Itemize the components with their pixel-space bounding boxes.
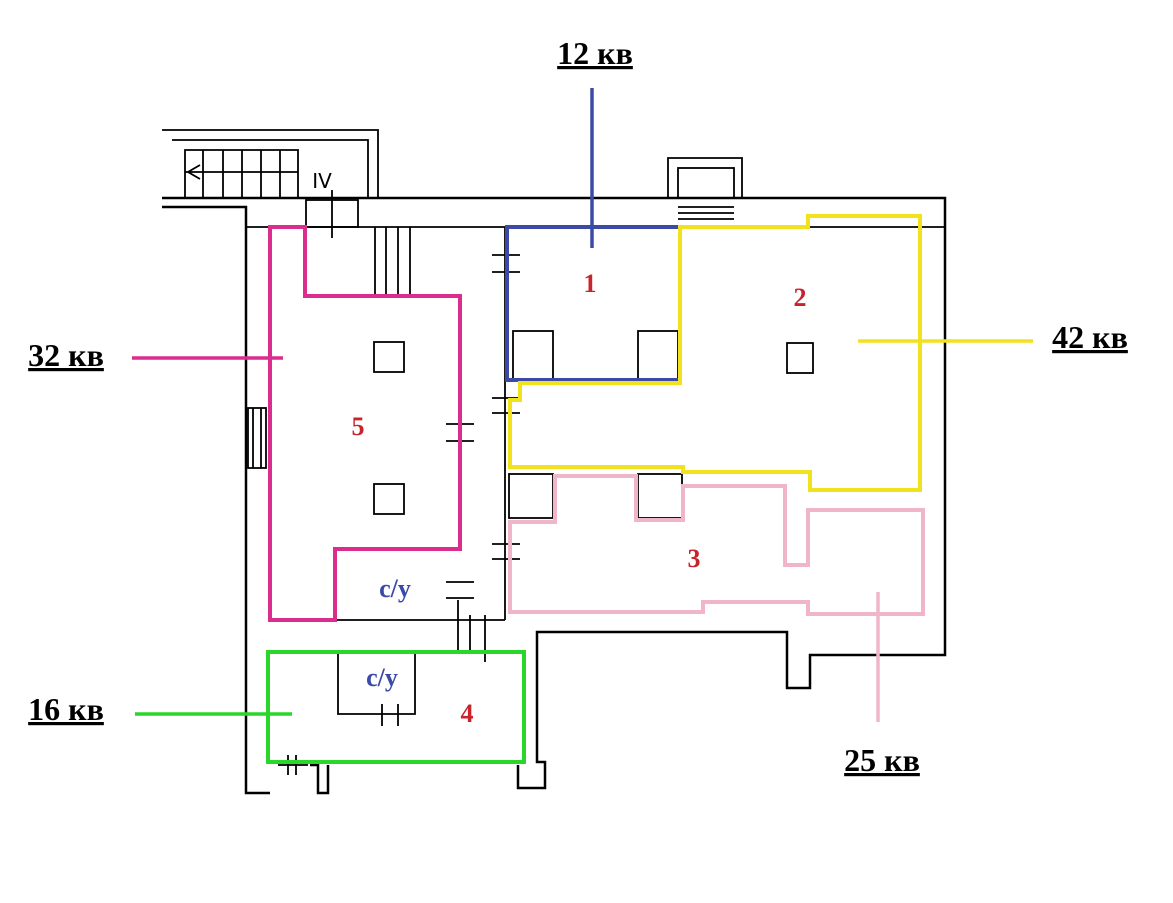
room-number-5: 5 [352,412,365,441]
area-label-room-3: 25 кв [844,742,920,778]
leader-lines [132,88,1033,722]
room-4-outline [266,650,526,764]
stair-level-label: IV [312,169,332,193]
area-label-room-2: 42 кв [1052,319,1128,355]
room-numbers: 1 2 3 4 5 [352,269,807,728]
area-label-room-4: 16 кв [28,691,104,727]
room-number-3: 3 [688,544,701,573]
building-walls [162,129,947,795]
area-label-room-5: 32 кв [28,337,104,373]
wc-labels: с/у с/у [366,574,411,692]
room-number-2: 2 [794,283,807,312]
room-1-outline [505,225,682,382]
wc-label-lower: с/у [366,663,398,692]
room-outlines [266,214,925,764]
area-labels: 12 кв 42 кв 25 кв 16 кв 32 кв [28,35,1128,778]
room-number-4: 4 [461,699,474,728]
room-2-outline [508,214,922,492]
door-symbols [278,254,520,775]
room-3-outline [508,474,925,616]
wc-label-upper: с/у [379,574,411,603]
room-5-outline [268,225,462,622]
room-number-1: 1 [584,269,597,298]
area-label-room-1: 12 кв [557,35,633,71]
